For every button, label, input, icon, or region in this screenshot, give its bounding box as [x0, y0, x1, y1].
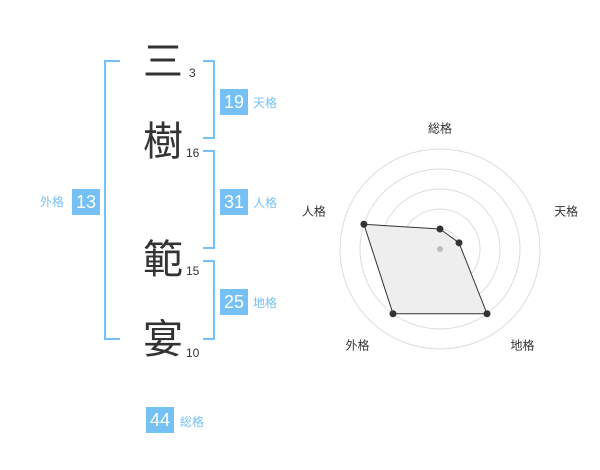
name-char-2: 樹 [143, 119, 183, 165]
tenkaku-label: 天格 [253, 96, 278, 110]
jinkaku-bracket [203, 150, 215, 249]
radar-axis-label: 総格 [428, 121, 452, 136]
tenkaku-value: 19 [220, 89, 248, 115]
name-char-4: 宴 [143, 317, 183, 363]
radar-axis-label: 人格 [302, 203, 326, 218]
radar-center-dot [437, 246, 443, 252]
stroke-count-3: 15 [186, 264, 200, 278]
chikaku-value: 25 [220, 289, 248, 315]
soukaku-value: 44 [146, 407, 174, 433]
radar-point-4 [389, 310, 397, 318]
radar-point-5 [360, 220, 368, 228]
stroke-count-2: 16 [186, 146, 200, 160]
radar-point-2 [455, 239, 463, 247]
radar-grid-ring [359, 168, 521, 330]
radar-axis-label: 地格 [511, 338, 535, 353]
radar-area [363, 223, 488, 315]
stroke-count-1: 3 [189, 66, 196, 80]
radar-axis-label: 外格 [345, 338, 369, 353]
radar-axis-label: 天格 [554, 203, 578, 218]
name-char-1: 三 [143, 39, 183, 85]
gaikaku-value: 13 [72, 189, 100, 215]
gaikaku-label: 外格 [40, 195, 65, 209]
radar-points [360, 220, 491, 318]
soukaku-label: 総格 [180, 415, 205, 429]
radar-grid-ring [339, 148, 541, 350]
chikaku-label: 地格 [253, 296, 278, 310]
stroke-count-4: 10 [186, 346, 200, 360]
radar-point-1 [436, 225, 444, 233]
chikaku-bracket [203, 260, 215, 340]
name-char-3: 範 [143, 237, 183, 283]
tenkaku-bracket [203, 60, 215, 139]
jinkaku-label: 人格 [253, 196, 278, 210]
radar-point-3 [483, 310, 491, 318]
jinkaku-value: 31 [220, 189, 248, 215]
gaikaku-bracket [104, 60, 120, 340]
